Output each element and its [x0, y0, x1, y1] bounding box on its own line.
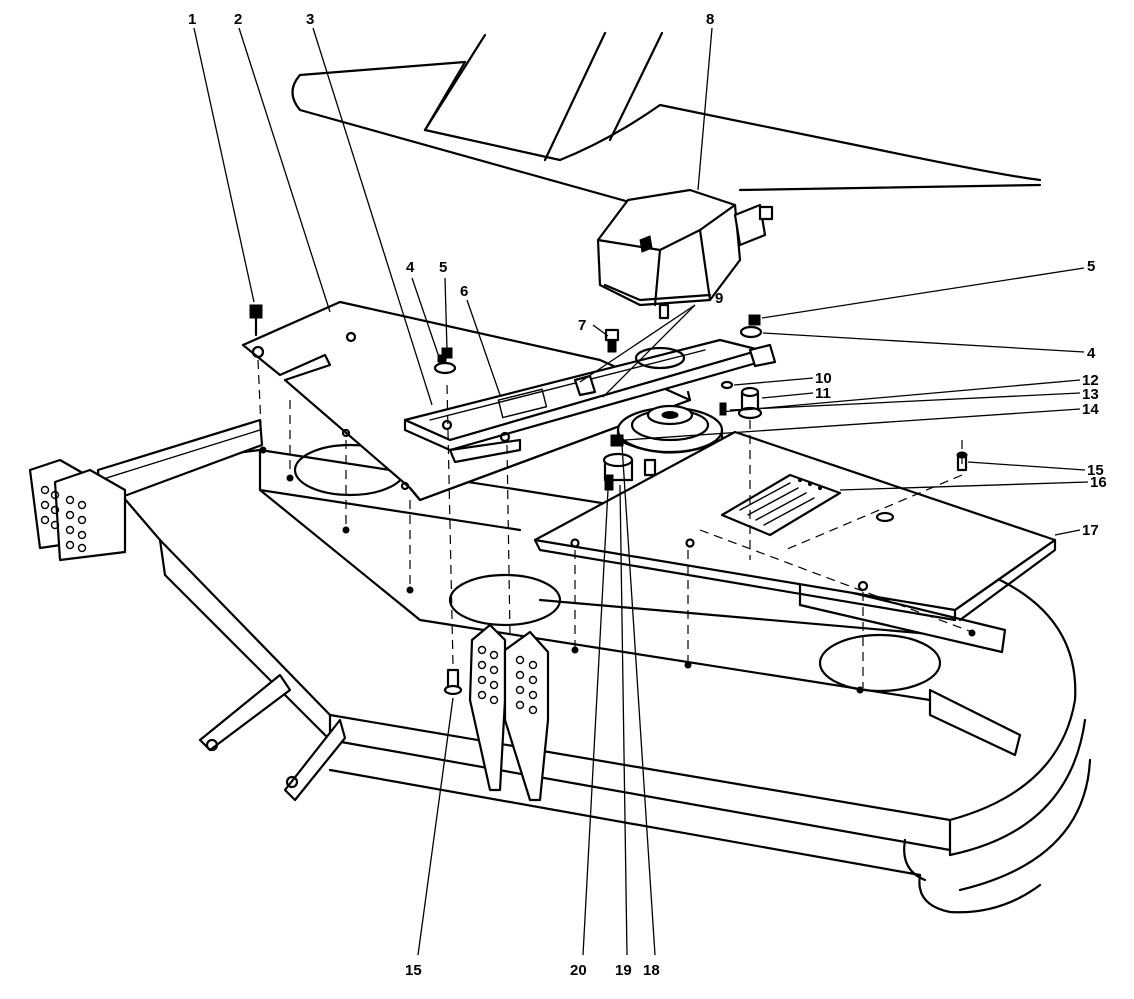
label-part-20: 20	[570, 962, 587, 979]
label-part-14: 14	[1082, 401, 1099, 418]
label-part-13: 13	[1082, 386, 1099, 403]
label-part-1: 1	[188, 11, 196, 28]
label-part-9: 9	[715, 290, 723, 307]
label-part-5-right: 5	[1087, 258, 1095, 275]
label-part-7: 7	[578, 317, 586, 334]
part-labels: 1 2 3 4 5 6 7 8 9 5 4 10 11 12 13 14 15 …	[188, 11, 1107, 979]
tractor-body-outline	[291, 31, 1042, 207]
label-part-12: 12	[1082, 372, 1099, 389]
leader-lines	[193, 27, 1089, 956]
pulley	[616, 404, 724, 454]
label-part-16: 16	[1090, 474, 1107, 491]
hitch-bracket-left	[28, 458, 127, 562]
label-part-2: 2	[234, 11, 242, 28]
label-part-15-bottom: 15	[405, 962, 422, 979]
label-part-11: 11	[815, 385, 831, 402]
hitch-bracket-center	[468, 623, 550, 802]
deck-cover-right	[533, 430, 1057, 622]
label-part-5-left: 5	[439, 259, 447, 276]
deck-cover-left	[241, 300, 692, 502]
gearbox	[596, 188, 774, 320]
label-part-8: 8	[706, 11, 714, 28]
label-part-10: 10	[815, 370, 832, 387]
mower-deck-housing	[96, 418, 1092, 914]
label-part-4-right: 4	[1087, 345, 1096, 362]
label-part-3: 3	[306, 11, 314, 28]
label-part-4-left: 4	[406, 259, 415, 276]
label-part-17: 17	[1082, 522, 1099, 539]
label-part-6: 6	[460, 283, 468, 300]
center-channel-bracket	[403, 338, 777, 464]
hardware-parts	[249, 304, 968, 696]
label-part-18: 18	[643, 962, 660, 979]
label-part-15-right: 15	[1087, 462, 1104, 479]
assembly-dashed-lines	[257, 359, 973, 688]
label-part-19: 19	[615, 962, 632, 979]
